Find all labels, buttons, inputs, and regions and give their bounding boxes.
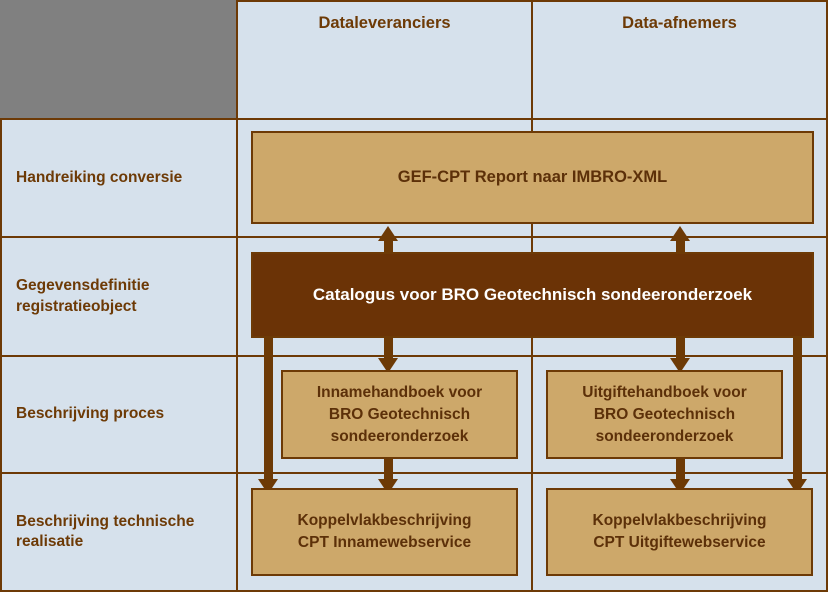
column-header-dataleveranciers: Dataleveranciers	[236, 0, 533, 120]
box-label: GEF-CPT Report naar IMBRO-XML	[397, 167, 668, 186]
row-label-text: Beschrijving proces	[16, 405, 165, 423]
box-label: Innamehandboek voor BRO Geotechnisch son…	[316, 383, 483, 445]
arrow-catalogus-to-uitgiftehandboek	[670, 331, 690, 373]
box-innamehandboek[interactable]: Innamehandboek voor BRO Geotechnisch son…	[281, 370, 518, 459]
box-uitgiftehandboek[interactable]: Uitgiftehandboek voor BRO Geotechnisch s…	[546, 370, 783, 459]
arrow-catalogus-to-koppelvlak-uitgifte	[787, 331, 807, 494]
row-label-text: Gegevensdefinitie registratieobject	[16, 277, 150, 315]
row-label-text: Handreiking conversie	[16, 168, 183, 186]
box-label: Koppelvlakbeschrijving CPT Innamewebserv…	[297, 512, 472, 551]
arrow-catalogus-to-gef-cpt-left	[378, 226, 398, 262]
corner-block	[0, 0, 238, 120]
arrow-catalogus-to-innamehandboek	[378, 331, 398, 373]
box-koppelvlak-inname[interactable]: Koppelvlakbeschrijving CPT Innamewebserv…	[251, 488, 518, 576]
box-label: Catalogus voor BRO Geotechnisch sondeero…	[312, 284, 753, 304]
row-label-beschrijving-proces: Beschrijving proces	[0, 355, 238, 474]
row-label-handreiking-conversie: Handreiking conversie	[0, 118, 238, 238]
column-header-label: Dataleveranciers	[318, 14, 451, 32]
box-label: Uitgiftehandboek voor BRO Geotechnisch s…	[582, 383, 747, 445]
box-gef-cpt-report[interactable]: GEF-CPT Report naar IMBRO-XML	[251, 131, 814, 224]
row-label-text: Beschrijving technische realisatie	[16, 512, 195, 550]
row-label-beschrijving-technische-realisatie: Beschrijving technische realisatie	[0, 472, 238, 592]
column-header-label: Data-afnemers	[622, 14, 737, 32]
column-header-data-afnemers: Data-afnemers	[531, 0, 828, 120]
box-label: Koppelvlakbeschrijving CPT Uitgiftewebse…	[592, 512, 767, 551]
box-catalogus-bro[interactable]: Catalogus voor BRO Geotechnisch sondeero…	[251, 252, 814, 338]
arrow-catalogus-to-gef-cpt-right	[670, 226, 690, 262]
row-label-gegevensdefinitie-registratieobject: Gegevensdefinitie registratieobject	[0, 236, 238, 357]
arrow-catalogus-to-koppelvlak-inname	[258, 331, 278, 494]
box-koppelvlak-uitgifte[interactable]: Koppelvlakbeschrijving CPT Uitgiftewebse…	[546, 488, 813, 576]
